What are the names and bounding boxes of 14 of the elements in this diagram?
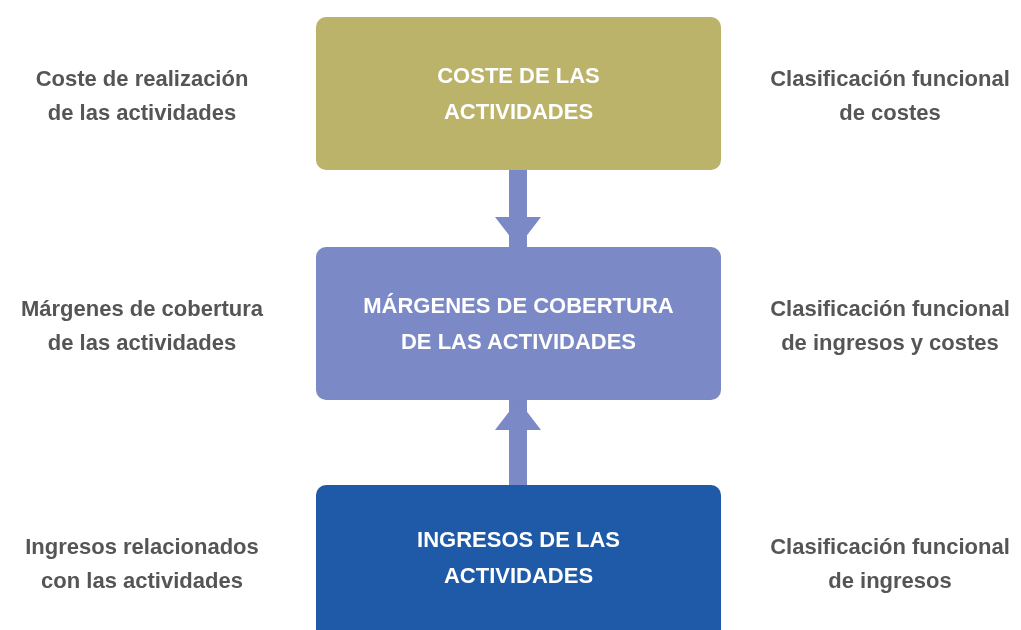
box-title: COSTE DE LAS ACTIVIDADES (436, 61, 601, 126)
box-title: INGRESOS DE LAS ACTIVIDADES (416, 525, 621, 590)
side-label: Clasificación funcional de costes (769, 65, 1011, 127)
side-label: Coste de realización de las actividades (34, 65, 250, 127)
box-title: MÁRGENES DE COBERTURA DE LAS ACTIVIDADES (362, 291, 675, 356)
side-label: Clasificación funcional de ingresos y costes (769, 295, 1011, 357)
process-box (316, 247, 721, 400)
side-label: Ingresos relacionados con las actividades (24, 533, 260, 595)
arrow (495, 400, 541, 485)
arrow (495, 170, 541, 247)
side-label: Clasificación funcional de ingresos (769, 533, 1011, 595)
side-label: Márgenes de cobertura de las actividades (19, 295, 265, 357)
process-box (316, 485, 721, 630)
process-box (316, 17, 721, 170)
